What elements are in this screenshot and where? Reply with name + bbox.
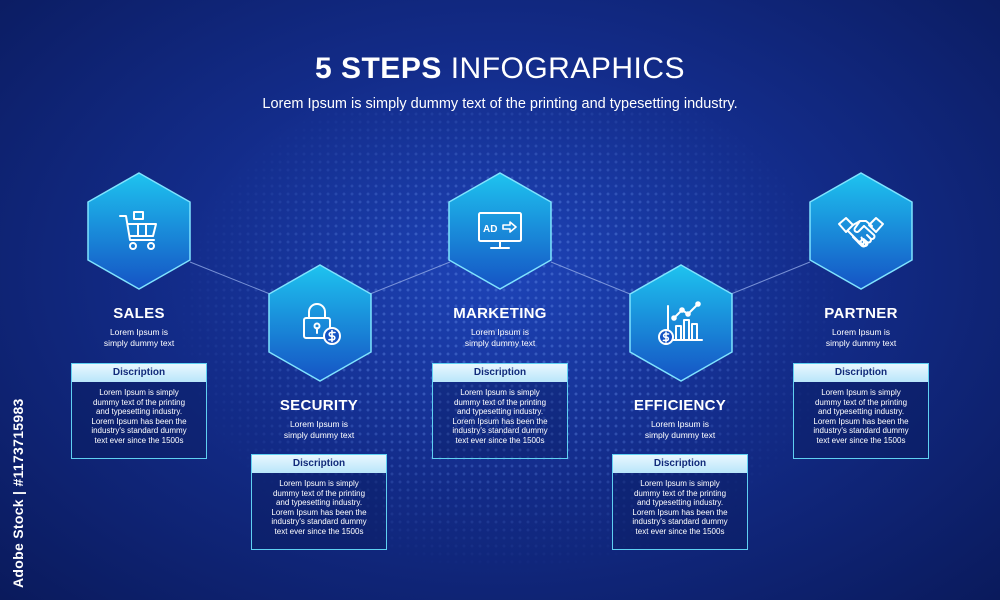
stock-watermark-side: Adobe Stock | #1173715983 bbox=[10, 398, 26, 588]
description-body: Lorem Ipsum is simply dummy text of the … bbox=[452, 388, 548, 445]
description-body: Lorem Ipsum is simply dummy text of the … bbox=[271, 479, 367, 536]
description-header: Discription bbox=[252, 455, 386, 473]
description-header: Discription bbox=[72, 364, 206, 382]
page-subtitle: Lorem Ipsum is simply dummy text of the … bbox=[262, 96, 738, 112]
step-1-description-box: Discription Lorem Ipsum is simply dummy … bbox=[71, 363, 207, 459]
ad-monitor-icon: AD bbox=[478, 212, 522, 249]
step-3-description-box: Discription Lorem Ipsum is simply dummy … bbox=[432, 363, 568, 459]
handshake-icon bbox=[838, 217, 884, 248]
step-5-title: PARTNER bbox=[824, 305, 898, 322]
step-5-description-box: Discription Lorem Ipsum is simply dummy … bbox=[793, 363, 929, 459]
step-2-title: SECURITY bbox=[279, 397, 359, 414]
padlock-dollar-icon bbox=[303, 303, 341, 345]
step-3-hexagon: AD bbox=[448, 172, 552, 290]
step-4-title: EFFICIENCY bbox=[633, 397, 727, 414]
growth-chart-dollar-icon bbox=[658, 301, 703, 345]
step-4-caption: Lorem Ipsum is simply dummy text bbox=[644, 419, 716, 440]
step-3-caption: Lorem Ipsum is simply dummy text bbox=[464, 327, 536, 348]
shopping-cart-icon bbox=[119, 211, 157, 250]
description-header: Discription bbox=[794, 364, 928, 382]
title-light: INFOGRAPHICS bbox=[450, 52, 686, 85]
step-3-title: MARKETING bbox=[453, 305, 547, 322]
description-body: Lorem Ipsum is simply dummy text of the … bbox=[632, 479, 728, 536]
step-4-hexagon bbox=[629, 264, 733, 382]
step-4-description-box: Discription Lorem Ipsum is simply dummy … bbox=[612, 454, 748, 550]
description-body: Lorem Ipsum is simply dummy text of the … bbox=[813, 388, 909, 445]
step-1-hexagon bbox=[87, 172, 191, 290]
title-bold: 5 STEPS bbox=[314, 52, 442, 85]
ad-label: AD bbox=[483, 224, 497, 235]
description-header: Discription bbox=[433, 364, 567, 382]
description-body: Lorem Ipsum is simply dummy text of the … bbox=[91, 388, 187, 445]
description-header: Discription bbox=[613, 455, 747, 473]
step-2-hexagon bbox=[268, 264, 372, 382]
step-5-hexagon bbox=[809, 172, 913, 290]
step-2-caption: Lorem Ipsum is simply dummy text bbox=[283, 419, 355, 440]
step-1-caption: Lorem Ipsum is simply dummy text bbox=[103, 327, 175, 348]
page-title: 5 STEPS INFOGRAPHICS bbox=[0, 52, 1000, 86]
step-1-title: SALES bbox=[113, 305, 165, 322]
step-2-description-box: Discription Lorem Ipsum is simply dummy … bbox=[251, 454, 387, 550]
step-5-caption: Lorem Ipsum is simply dummy text bbox=[825, 327, 897, 348]
